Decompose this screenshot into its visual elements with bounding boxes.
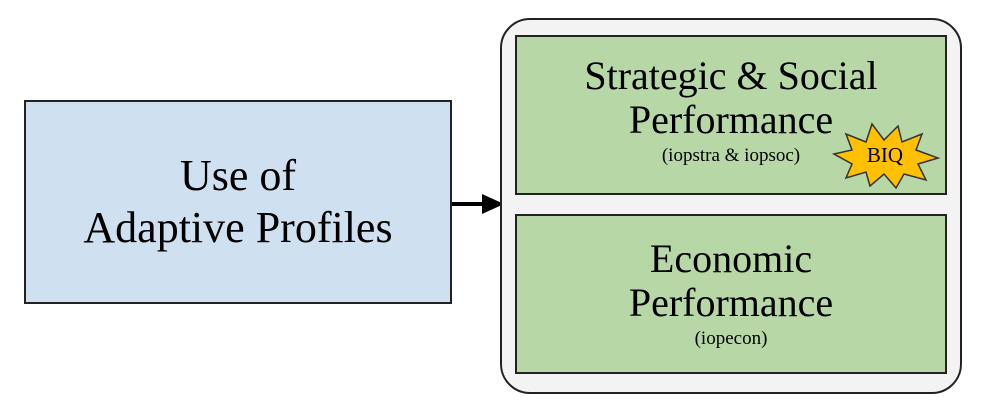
strategic-box-line2: Performance	[628, 97, 834, 142]
economic-performance-box: Economic Performance (iopecon)	[515, 214, 947, 374]
economic-box-sub: (iopecon)	[694, 328, 768, 349]
use-box-line1: Use of	[179, 151, 297, 200]
use-box-line2: Adaptive Profiles	[83, 203, 393, 252]
arrow-head	[482, 194, 504, 214]
economic-box-line1: Economic	[649, 236, 813, 281]
strategic-box-line1: Strategic & Social	[584, 53, 878, 98]
biq-burst-icon	[831, 122, 941, 190]
biq-badge-label: BIQ	[866, 143, 904, 167]
strategic-social-performance-box: Strategic & Social Performance (iopstra …	[515, 35, 947, 195]
burst-shape	[831, 122, 941, 190]
use-of-adaptive-profiles-box: Use of Adaptive Profiles	[24, 100, 452, 304]
arrow-connector	[452, 194, 504, 214]
strategic-box-sub: (iopstra & iopsoc)	[661, 145, 801, 166]
economic-box-line2: Performance	[628, 280, 834, 325]
